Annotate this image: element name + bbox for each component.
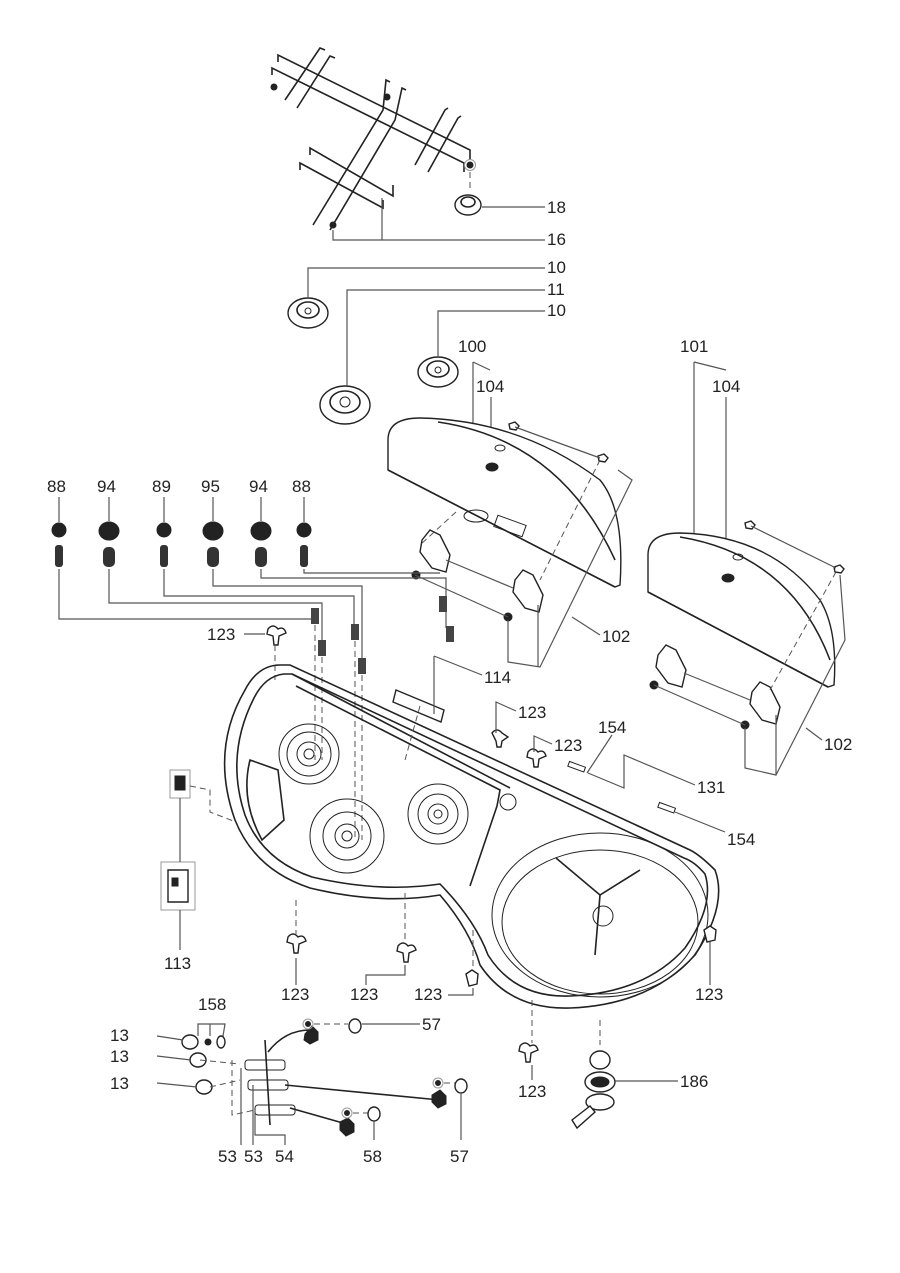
label-131: 131 [697,778,725,797]
label-158: 158 [198,995,226,1014]
screw-mid-a [491,729,510,748]
pan-support-grid [270,47,476,231]
label-18: 18 [547,198,566,217]
label-89: 89 [152,477,171,496]
screw-mid-b [526,748,547,768]
label-10-a: 10 [547,258,566,277]
label-57-mid: 57 [450,1147,469,1166]
label-123-mid-b: 123 [554,736,582,755]
label-11: 11 [547,280,565,299]
label-57-top: 57 [422,1015,441,1034]
screw-top [266,625,287,680]
label-123-bottom-b: 123 [350,985,378,1004]
label-154-a: 154 [598,718,626,737]
gas-valves [199,1025,447,1137]
label-123-top: 123 [207,625,235,644]
label-13-b: 13 [110,1047,129,1066]
hob-sink-body [223,664,720,1009]
clips [567,760,677,814]
control-knobs [181,1034,226,1095]
bracket [392,689,445,761]
label-102-left: 102 [602,627,630,646]
label-94-b: 94 [249,477,268,496]
label-104-left: 104 [476,377,504,396]
label-154-b: 154 [727,830,755,849]
lid-right-hinges [649,520,846,776]
label-54: 54 [275,1147,294,1166]
lid-left [387,417,622,588]
label-186: 186 [680,1072,708,1091]
label-100: 100 [458,337,486,356]
label-114: 114 [484,668,511,687]
label-88-b: 88 [292,477,311,496]
label-101: 101 [680,337,708,356]
label-13-c: 13 [110,1074,129,1093]
burner-cap-large [319,385,371,425]
lid-right [647,532,836,688]
lid-left-hinges [411,421,633,668]
injector-thermocouple-row [51,521,312,567]
label-102-right: 102 [824,735,852,754]
label-16: 16 [547,230,566,249]
label-94-a: 94 [97,477,116,496]
screws-bottom [286,893,717,1063]
label-95: 95 [201,477,220,496]
label-58: 58 [363,1147,382,1166]
label-10-b: 10 [547,301,566,320]
label-123-mid-a: 123 [518,703,546,722]
drain-outlet [571,1020,616,1130]
label-53-b: 53 [244,1147,263,1166]
label-53-a: 53 [218,1147,237,1166]
injector-holders [311,596,454,840]
pipe-nuts [302,1018,468,1122]
label-123-bottom-a: 123 [281,985,309,1004]
label-104-right: 104 [712,377,740,396]
label-123-bottom-c: 123 [414,985,442,1004]
burner-cap-small-b [417,356,459,388]
ignitor [160,769,237,950]
burner-cap-small-a [287,297,329,329]
label-123-bottom-d: 123 [518,1082,546,1101]
grid-foot [454,172,482,216]
label-113: 113 [164,954,191,973]
label-88-a: 88 [47,477,66,496]
label-13-a: 13 [110,1026,129,1045]
label-123-bottom-e: 123 [695,985,723,1004]
